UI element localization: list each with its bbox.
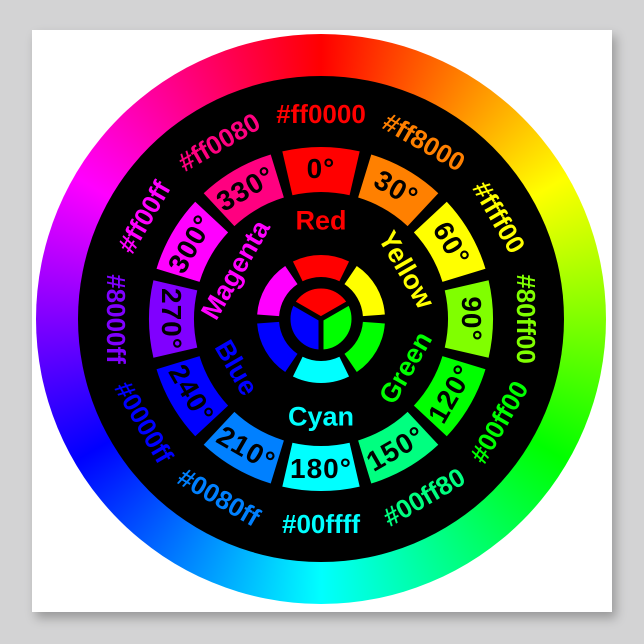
center-segment-red [292, 255, 350, 282]
degree-label-270: 270° [156, 288, 187, 350]
hex-label-180: #00ffff [281, 509, 361, 539]
core-divider-lines [292, 301, 350, 350]
center-segment-cyan [292, 356, 350, 383]
degree-label-90: 90° [456, 296, 487, 342]
core-outline-circle [285, 283, 357, 355]
hex-label-270: #8000ff [101, 274, 131, 364]
hex-label-90: #80ff00 [511, 274, 541, 364]
color-name-red: Red [295, 205, 347, 236]
hex-label-0: #ff0000 [276, 99, 366, 129]
center-wheel [251, 255, 391, 383]
color-name-cyan: Cyan [287, 401, 355, 432]
degree-label-0: 0° [306, 153, 336, 184]
degree-label-180: 180° [290, 453, 352, 484]
